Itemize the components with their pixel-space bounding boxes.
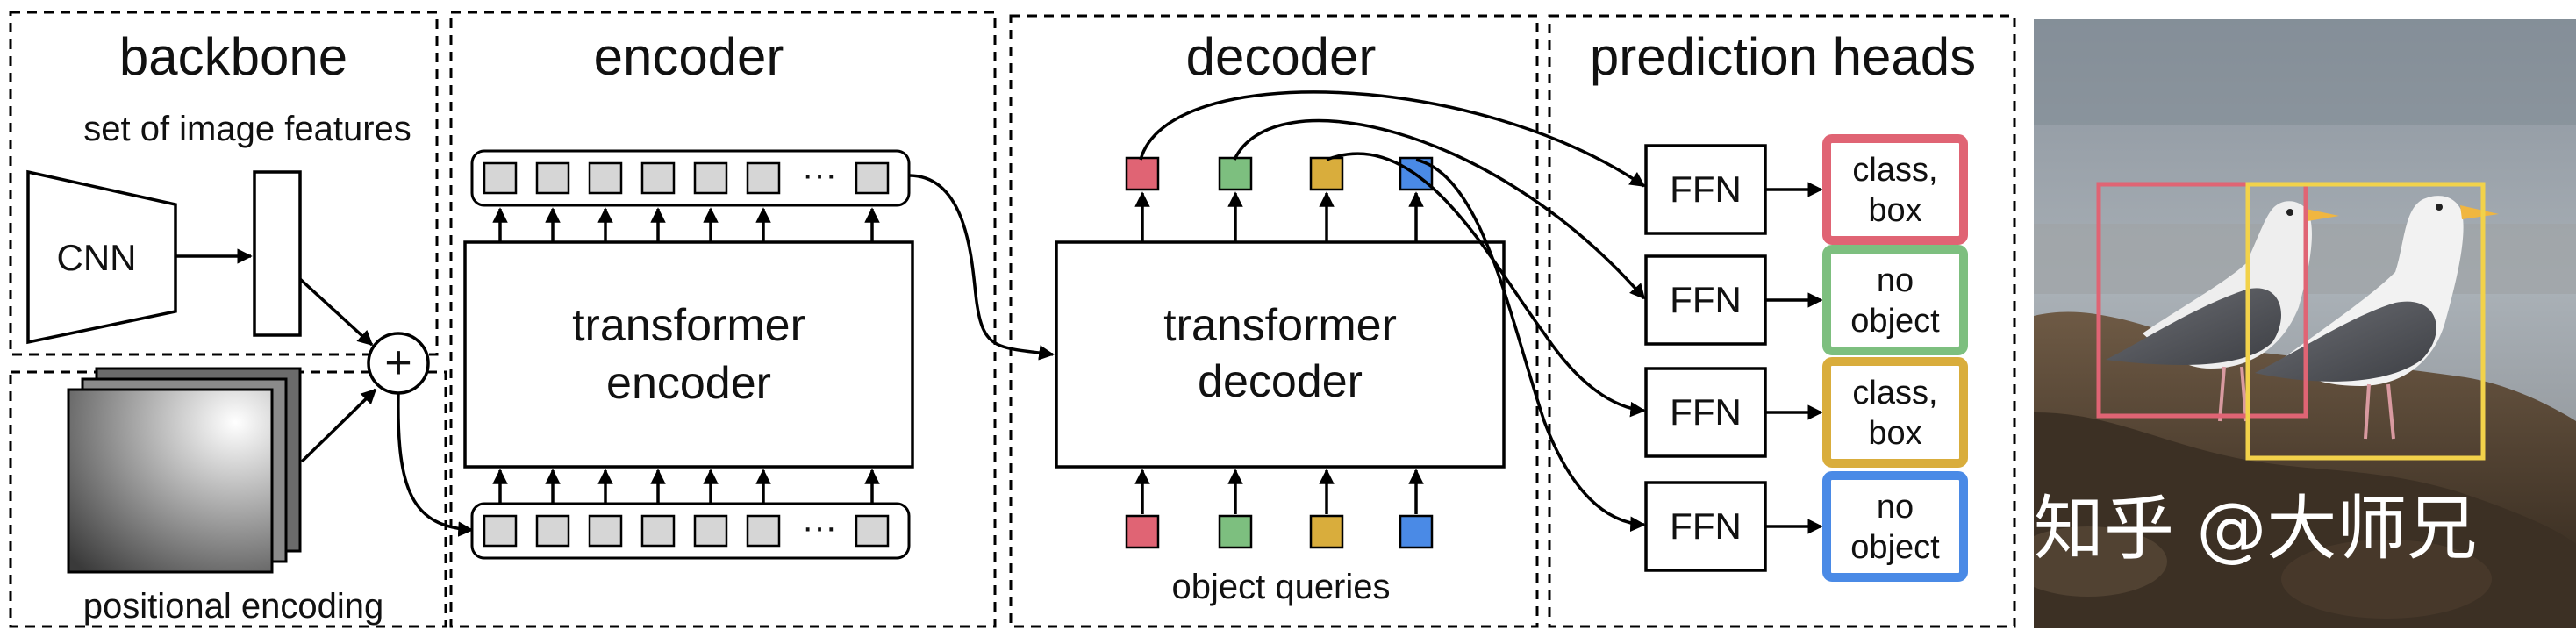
prediction-head-row: FFN class,box — [1644, 357, 1968, 468]
encoder-input-token — [855, 514, 890, 548]
encoder-input-token — [535, 514, 570, 548]
encoder-block-label-line1: transformer — [572, 300, 805, 351]
decoder-title: decoder — [1186, 27, 1377, 86]
encoder-input-token — [640, 514, 676, 548]
object-query-token — [1218, 514, 1253, 549]
prediction-output-line2: box — [1868, 192, 1921, 229]
object-query-tokens — [1125, 514, 1434, 549]
prediction-output-box — [1822, 357, 1968, 468]
object-query-token — [1399, 514, 1434, 549]
decoder-output-embeddings — [1125, 156, 1434, 191]
encoder-output-token — [693, 161, 728, 195]
detection-example-photo: 知乎 @大师兄 — [2034, 19, 2576, 628]
ffn-label: FFN — [1670, 391, 1742, 433]
encoder-section-frame — [449, 11, 997, 628]
encoder-output-token — [588, 161, 623, 195]
prediction-output-line1: class, — [1852, 375, 1937, 412]
decoder-output-embedding — [1218, 156, 1253, 191]
encoder-input-ellipsis: ··· — [802, 508, 837, 547]
cnn-label: CNN — [57, 237, 137, 278]
object-query-token — [1125, 514, 1160, 549]
encoder-output-sequence — [470, 149, 911, 207]
transformer-decoder-block — [1055, 240, 1506, 469]
image-features-block — [253, 170, 302, 337]
positional-encoding-stack — [67, 367, 302, 574]
ffn-block — [1644, 367, 1767, 458]
encoder-to-decoder-arrow — [908, 174, 1055, 361]
ffn-block — [1644, 254, 1767, 346]
heads-section-frame — [1548, 14, 2016, 628]
watermark-text: 知乎 @大师兄 — [2034, 488, 2477, 569]
embedding-4-to-ffn-4-arrow — [1415, 158, 1646, 533]
encoder-output-arrows — [492, 207, 880, 242]
encoder-input-token — [483, 514, 518, 548]
encoder-input-token — [588, 514, 623, 548]
seagull-left — [2106, 201, 2339, 422]
encoder-title: encoder — [594, 27, 784, 86]
encoder-output-token — [483, 161, 518, 195]
prediction-output-line2: box — [1868, 415, 1921, 452]
prediction-output-line1: no — [1877, 262, 1914, 299]
encoder-output-token — [746, 161, 781, 195]
image-features-label: set of image features — [83, 110, 411, 148]
decoder-section-frame — [1009, 14, 1539, 628]
prediction-head-row: FFN class,box — [1644, 134, 1968, 245]
ffn-label: FFN — [1670, 505, 1742, 547]
embedding-1-to-ffn-1-arrow — [1139, 90, 1646, 188]
positional-to-sum-arrow — [300, 388, 377, 463]
decoder-output-embedding — [1125, 156, 1160, 191]
backbone-title: backbone — [119, 27, 347, 86]
encoder-input-sequence — [470, 502, 911, 560]
encoder-input-token — [693, 514, 728, 548]
cnn-block — [26, 169, 177, 345]
object-queries-label: object queries — [1171, 568, 1390, 606]
object-query-token — [1309, 514, 1344, 549]
ffn-label: FFN — [1670, 168, 1742, 210]
prediction-output-line1: no — [1877, 489, 1914, 526]
prediction-output-box — [1822, 134, 1968, 245]
detection-box-red — [2096, 182, 2308, 419]
encoder-output-ellipsis: ··· — [802, 155, 837, 194]
prediction-heads-title: prediction heads — [1590, 27, 1976, 86]
encoder-output-token — [535, 161, 570, 195]
prediction-output-box — [1822, 245, 1968, 355]
embedding-3-to-ffn-3-arrow — [1326, 152, 1646, 418]
sum-symbol: + — [384, 336, 412, 389]
encoder-output-tokens — [483, 161, 890, 195]
prediction-head-row: FFN no object — [1644, 245, 1968, 355]
decoder-block-label-line2: decoder — [1198, 356, 1363, 407]
prediction-output-line1: class, — [1852, 152, 1937, 189]
prediction-output-line2: object — [1850, 529, 1940, 566]
ffn-block — [1644, 144, 1767, 235]
detection-box-yellow — [2245, 182, 2486, 461]
positional-encoding-label: positional encoding — [83, 587, 383, 626]
encoder-input-arrows — [492, 469, 880, 504]
ffn-label: FFN — [1670, 279, 1742, 320]
sum-to-encoder-input-arrow — [397, 392, 474, 537]
encoder-output-token — [640, 161, 676, 195]
seagull-right — [2255, 196, 2499, 440]
prediction-output-line2: object — [1850, 303, 1940, 340]
transformer-encoder-block — [463, 240, 914, 469]
features-to-sum-arrow — [298, 277, 374, 347]
encoder-input-token — [746, 514, 781, 548]
decoder-arrows — [1134, 191, 1424, 514]
embedding-2-to-ffn-2-arrow — [1233, 118, 1646, 300]
decoder-output-embedding — [1309, 156, 1344, 191]
decoder-block-label-line1: transformer — [1163, 300, 1397, 351]
prediction-output-box — [1822, 471, 1968, 582]
encoder-input-tokens — [483, 514, 890, 548]
encoder-output-token — [855, 161, 890, 195]
encoder-block-label-line2: encoder — [606, 358, 771, 409]
